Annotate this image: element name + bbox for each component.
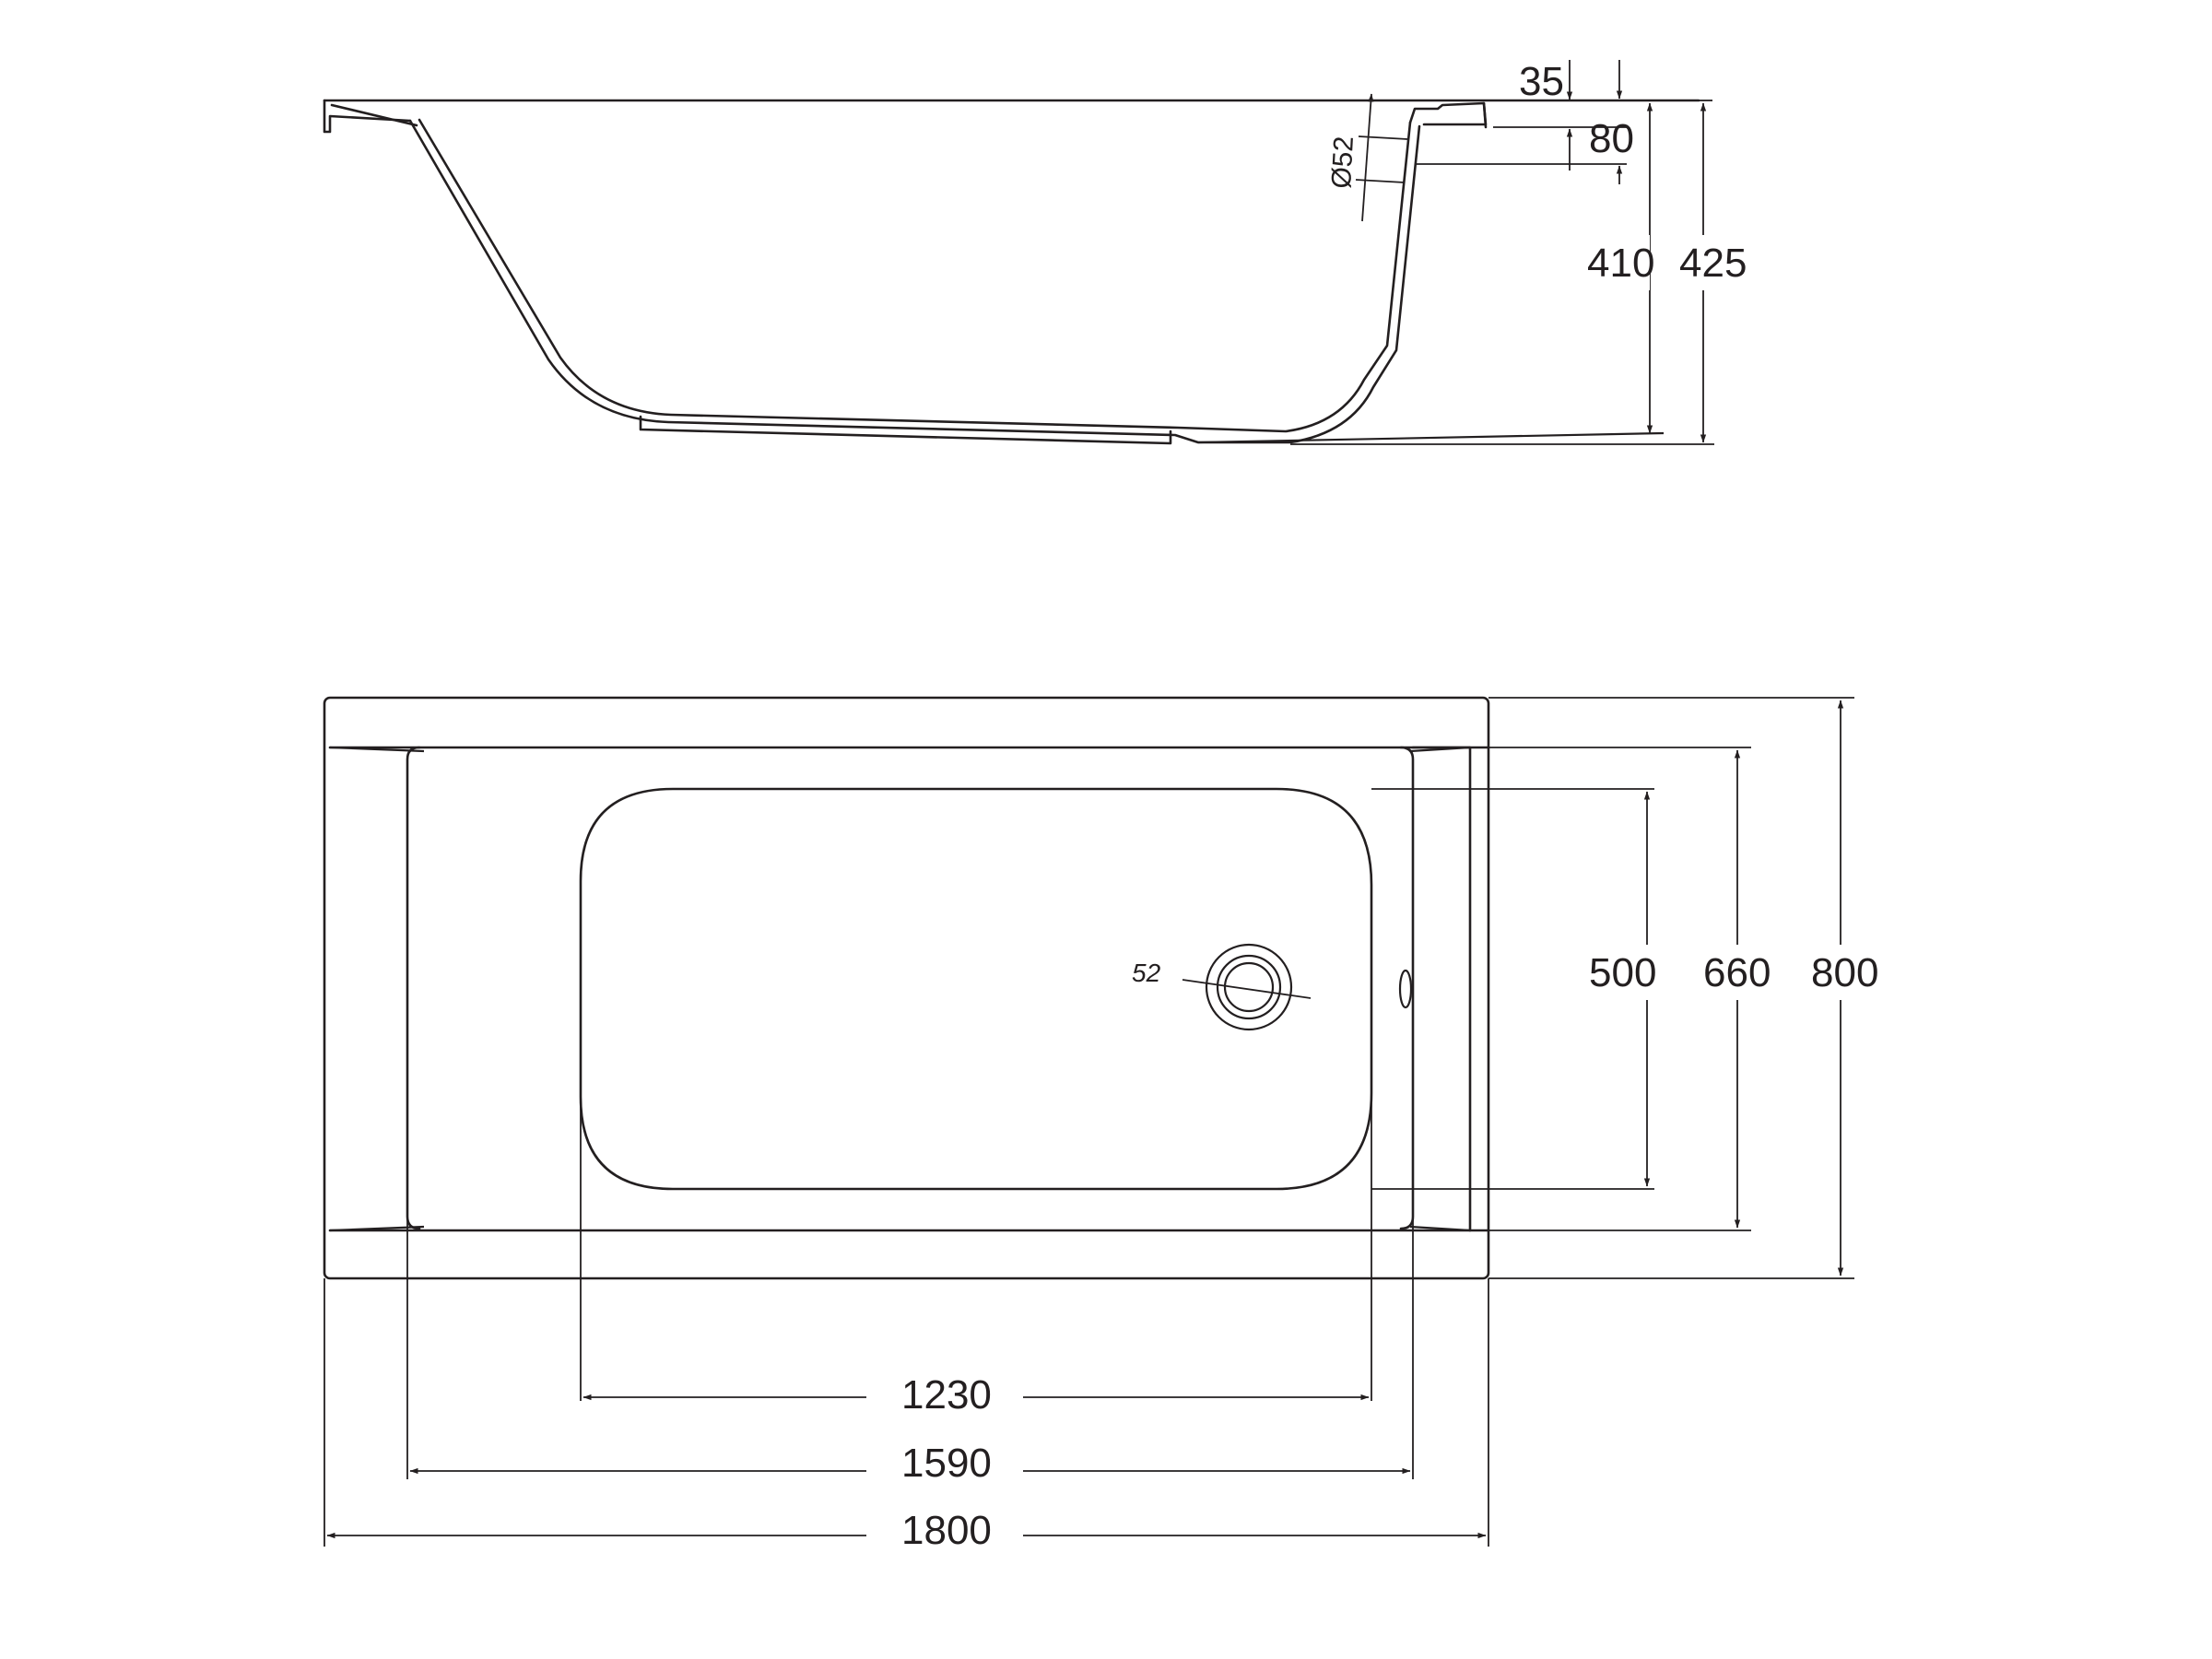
inner-width-dimension: 660 xyxy=(1700,749,1779,1229)
rim-offset-dimension: 35 xyxy=(1519,59,1573,171)
inner-length-value: 1590 xyxy=(901,1441,992,1486)
outer-width-dimension: 800 xyxy=(1808,700,1887,1277)
inner-depth-dimension: 410 xyxy=(1585,102,1654,434)
overflow-depth-dimension: 80 xyxy=(1589,60,1634,184)
bathtub-side-profile xyxy=(323,99,1700,445)
bottom-width-value: 500 xyxy=(1589,950,1656,995)
bottom-length-dimension: 1230 xyxy=(582,1372,1370,1418)
bottom-width-dimension: 500 xyxy=(1587,791,1661,1187)
outer-width-value: 800 xyxy=(1811,950,1878,995)
inner-depth-value: 410 xyxy=(1587,241,1654,286)
bottom-length-value: 1230 xyxy=(901,1372,992,1418)
drain-diameter-value: 52 xyxy=(1132,959,1161,987)
bathtub-top-outline xyxy=(323,696,1490,1280)
outer-length-dimension: 1800 xyxy=(326,1508,1487,1553)
top-view: 52 500 660 800 xyxy=(323,696,1887,1553)
outer-length-value: 1800 xyxy=(901,1508,992,1553)
overflow-diameter-annotation: Ø52 xyxy=(1326,93,1408,222)
overflow-diameter-label: Ø52 xyxy=(1326,135,1359,189)
drain-icon: 52 xyxy=(1132,943,1312,1031)
inner-width-value: 660 xyxy=(1703,950,1771,995)
inner-length-dimension: 1590 xyxy=(409,1441,1411,1486)
overflow-depth-value: 80 xyxy=(1589,116,1634,161)
total-height-value: 425 xyxy=(1679,241,1747,286)
total-height-dimension: 425 xyxy=(1290,100,1756,445)
rim-offset-value: 35 xyxy=(1519,59,1564,104)
side-view: Ø52 35 80 410 425 xyxy=(323,59,1756,445)
